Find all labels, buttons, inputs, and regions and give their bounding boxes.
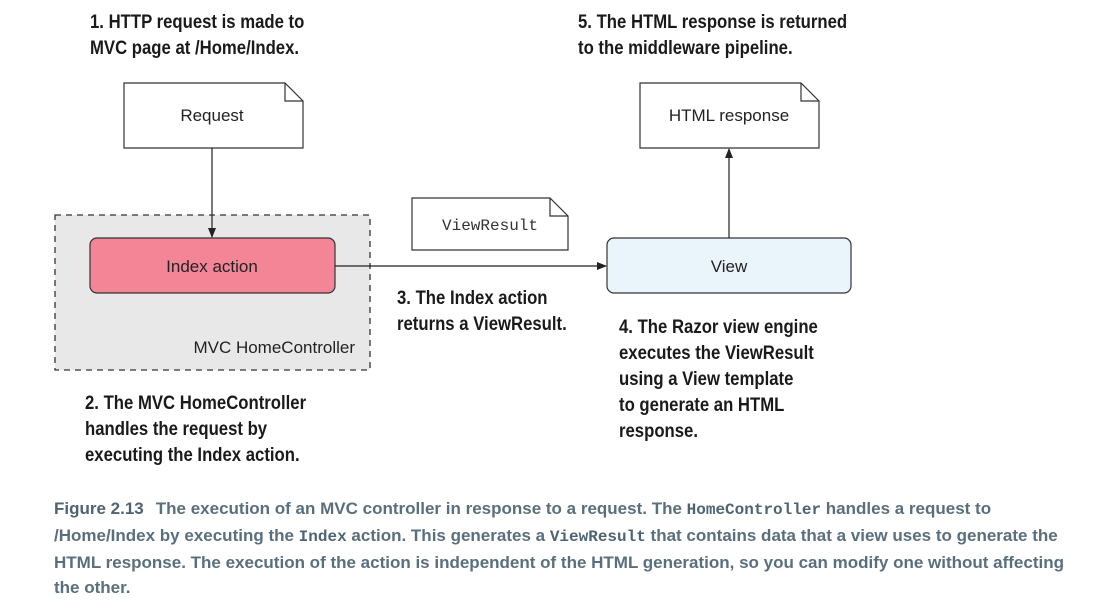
step-5-annotation: 5. The HTML response is returned to the … (578, 10, 847, 62)
step-2-line-2: handles the request by (85, 419, 268, 440)
flow-diagram: MVC HomeController Request HTML response… (54, 82, 852, 371)
caption-text-1: The execution of an MVC controller in re… (155, 499, 687, 518)
html-response-label: HTML response (669, 106, 789, 125)
request-document: Request (123, 82, 304, 149)
index-action-box: Index action (89, 237, 336, 294)
view-label: View (711, 257, 748, 276)
caption-text-2: handles a request to /Home/Index by exec… (54, 499, 992, 545)
step-3-annotation: 3. The Index action returns a ViewResult… (397, 286, 567, 338)
step-4-annotation: 4. The Razor view engine executes the Vi… (619, 315, 818, 445)
step-4-line-2: executes the ViewResult (619, 343, 814, 364)
step-4-line-5: response. (619, 421, 698, 442)
step-4-line-1: 4. The Razor view engine (619, 317, 818, 338)
step-4-line-3: using a View template (619, 369, 794, 390)
step-2-line-1: 2. The MVC HomeController (85, 393, 307, 414)
caption-code-viewresult: ViewResult (549, 528, 646, 546)
view-result-label: ViewResult (442, 217, 538, 235)
caption-code-index: Index (298, 528, 347, 546)
step-2-line-3: executing the Index action. (85, 445, 300, 466)
view-result-document: ViewResult (411, 197, 569, 251)
html-response-document: HTML response (639, 82, 820, 149)
request-label: Request (180, 106, 244, 125)
caption-code-homecontroller: HomeController (686, 501, 822, 519)
step-5-line-2: to the middleware pipeline. (578, 38, 793, 59)
step-2-annotation: 2. The MVC HomeController handles the re… (85, 391, 306, 469)
step-1-annotation: 1. HTTP request is made to MVC page at /… (90, 10, 304, 62)
caption-text-3: action. This generates a (346, 526, 550, 545)
step-5-line-1: 5. The HTML response is returned (578, 12, 848, 33)
controller-label: MVC HomeController (193, 338, 355, 357)
caption-text-4: that contains data that a view uses to g… (54, 526, 1064, 597)
step-1-line-1: 1. HTTP request is made to (90, 12, 305, 33)
step-1-line-2: MVC page at /Home/Index. (90, 38, 300, 59)
figure-label: Figure 2.13 (54, 499, 144, 518)
step-3-line-1: 3. The Index action (397, 288, 548, 309)
step-4-line-4: to generate an HTML (619, 395, 785, 416)
index-action-label: Index action (166, 257, 258, 276)
view-box: View (606, 237, 852, 294)
figure-caption: Figure 2.13 The execution of an MVC contr… (54, 496, 1084, 600)
step-3-line-2: returns a ViewResult. (397, 314, 567, 335)
